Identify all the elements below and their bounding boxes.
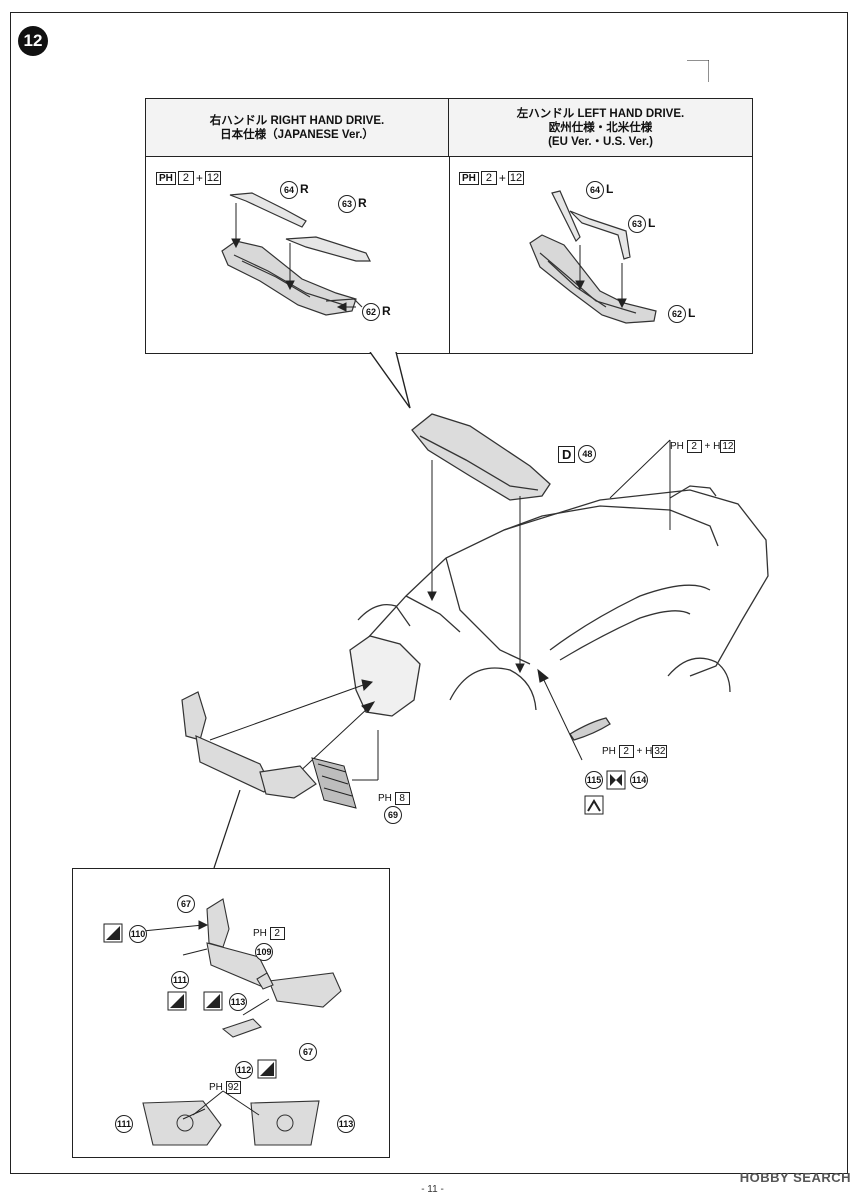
paint-grille-label: PH 8 (378, 792, 410, 805)
part-109: 109 (255, 943, 273, 961)
part-113-lamp: 113 (337, 1115, 355, 1133)
car-body-drawing (181, 413, 769, 809)
right-hand-drive-header: 右ハンドル RIGHT HAND DRIVE. 日本仕様（JAPANESE Ve… (146, 99, 449, 157)
paint-code-lhd: PH 2 + 12 (459, 171, 525, 185)
part-62-rhd: 62 (362, 303, 380, 321)
part-63-lhd: 63 (628, 215, 646, 233)
part-110: 110 (129, 925, 147, 943)
rhd-cowl-drawing (221, 192, 371, 316)
bumper-detail-box: 67 110 PH 2 109 111 113 67 112 PH 92 111… (72, 868, 390, 1158)
part-63-side-rhd: R (358, 196, 367, 210)
part-62-lhd: 62 (668, 305, 686, 323)
part-63-side-lhd: L (648, 216, 656, 230)
part-112: 112 (235, 1061, 253, 1079)
swap-icon (606, 770, 626, 790)
decal-number: 48 (578, 445, 597, 463)
bumper-detail-drawing (142, 898, 342, 1146)
part-114-alt: 114 (630, 771, 648, 789)
rhd-title: 右ハンドル RIGHT HAND DRIVE. (209, 114, 385, 127)
page-number: - 11 - (421, 1184, 444, 1195)
part-67-b: 67 (299, 1043, 317, 1061)
cut-mark-icon-2 (167, 991, 187, 1011)
variant-divider (449, 157, 450, 353)
cut-mark-icon-3 (203, 991, 223, 1011)
drive-variant-box: 右ハンドル RIGHT HAND DRIVE. 日本仕様（JAPANESE Ve… (145, 98, 753, 354)
part-115: 115 (585, 771, 603, 789)
detail-pointer (213, 790, 241, 869)
paint-code-rhd: PH 2 + 12 (156, 171, 222, 185)
part-62-side-rhd: R (382, 304, 391, 318)
lhd-cowl-drawing (529, 190, 657, 324)
decal-48-label: D 48 (558, 445, 597, 463)
watermark: HOBBY SEARCH (739, 1170, 851, 1185)
lhd-version-en: (EU Ver.・U.S. Ver.) (548, 135, 653, 148)
step-number-badge: 12 (18, 26, 48, 56)
part-111-lamp: 111 (115, 1115, 133, 1133)
lhd-version: 欧州仕様・北米仕様 (548, 121, 653, 134)
paint-bar-label: PH 2 (253, 927, 285, 940)
cut-mark-icon-4 (257, 1059, 277, 1079)
rhd-version: 日本仕様（JAPANESE Ver.） (220, 128, 374, 141)
corner-crop-mark (687, 60, 709, 82)
callout-pointer (369, 352, 411, 409)
page-frame (10, 12, 848, 1174)
part-64-lhd: 64 (586, 181, 604, 199)
part-64-side-rhd: R (300, 182, 309, 196)
part-64-rhd: 64 (280, 181, 298, 199)
paint-lamp-label: PH 92 (209, 1081, 241, 1094)
part-64-side-lhd: L (606, 182, 614, 196)
part-111: 111 (171, 971, 189, 989)
lhd-title: 左ハンドル LEFT HAND DRIVE. (516, 107, 685, 120)
part-69: 69 (384, 806, 402, 824)
part-67-a: 67 (177, 895, 195, 913)
part-62-side-lhd: L (688, 306, 696, 320)
left-hand-drive-header: 左ハンドル LEFT HAND DRIVE. 欧州仕様・北米仕様 (EU Ver… (449, 99, 752, 157)
part-113: 113 (229, 993, 247, 1011)
cut-mark-icon (584, 795, 604, 815)
decal-letter: D (558, 445, 576, 463)
cut-mark-icon-1 (103, 923, 123, 943)
part-63-rhd: 63 (338, 195, 356, 213)
